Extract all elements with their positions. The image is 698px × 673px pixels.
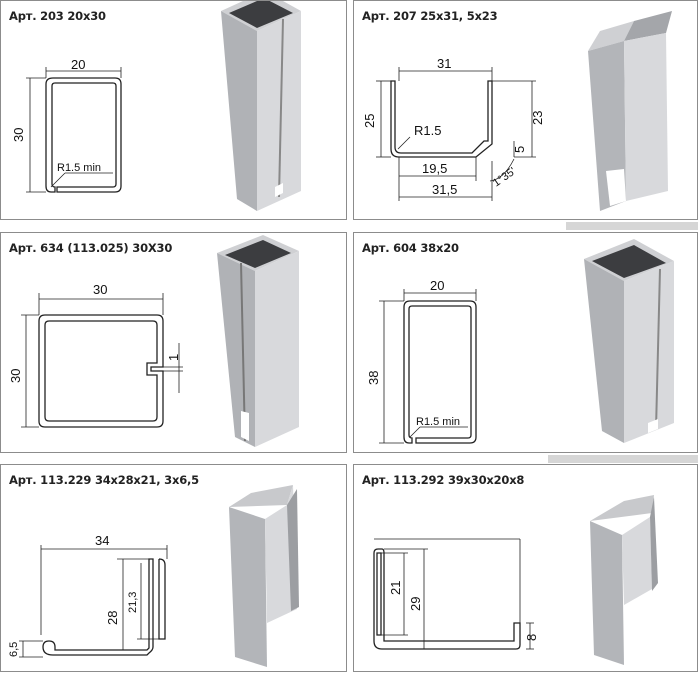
dimension-lines [376,67,536,201]
angle-label: 1°35' [491,165,518,189]
cross-section [38,314,164,428]
profile-drawing: 21 29 8 [373,495,658,665]
product-card-207: Арт. 207 25x31, 5x23 31 25 R1.5 23 5 19,… [353,0,698,220]
profile-3d-render [217,235,299,447]
cross-section [403,300,477,444]
profile-drawing: 20 30 R1.5 min [11,1,301,211]
top-width-label: 31 [437,56,451,71]
height-label: 38 [366,371,381,385]
inner-height-label: 21 [388,581,403,595]
dimension-lines [19,545,168,658]
width-label: 20 [71,57,85,72]
divider-strip [566,222,698,230]
dimension-lines [21,293,183,428]
profile-3d-render [221,1,301,211]
divider-strip [548,455,698,463]
foot-label: 8 [524,634,539,641]
dimension-lines [379,289,477,444]
height-label: 29 [408,597,423,611]
gap-label: 1 [166,354,181,361]
width-label: 34 [95,533,109,548]
profile-drawing: 34 28 21,3 6,5 [8,485,299,667]
product-card-203: Арт. 203 20x30 20 30 R1.5 min [0,0,347,220]
radius-label: R1.5 min [416,416,460,428]
height-label: 30 [11,128,26,142]
cross-section [373,548,521,650]
radius-label: R1.5 [414,123,441,138]
product-card-634: Арт. 634 (113.025) 30X30 30 30 1 [0,232,347,453]
height-label: 30 [8,369,23,383]
dimension-lines [26,67,122,193]
product-title: Арт. 113.292 39x30x20x8 [362,473,525,487]
profile-drawing: 31 25 R1.5 23 5 19,5 31,5 1°35' [362,11,672,211]
width-label: 20 [430,278,444,293]
profile-drawing: 20 38 R1.5 min [366,239,674,444]
hook-label: 6,5 [8,642,20,657]
cross-section [45,77,122,193]
lip-label: 5 [512,146,527,153]
product-title: Арт. 634 (113.025) 30X30 [9,241,173,255]
profile-3d-render [590,495,658,665]
height-label: 28 [105,611,120,625]
product-card-604: Арт. 604 38x20 20 38 R1.5 min [353,232,698,453]
product-title: Арт. 113.229 34x28x21, 3x6,5 [9,473,199,487]
profile-3d-render [588,11,672,211]
cross-section [42,558,166,656]
product-card-113-229: Арт. 113.229 34x28x21, 3x6,5 34 28 21,3 … [0,464,347,672]
product-card-113-292: Арт. 113.292 39x30x20x8 21 29 8 [353,464,698,672]
profile-3d-render [584,239,674,443]
product-title: Арт. 604 38x20 [362,241,459,255]
dimension-lines [374,538,534,650]
profile-3d-render [229,485,299,667]
bottom-width-label: 31,5 [432,182,457,197]
inner-height-label: 21,3 [127,592,139,613]
inner-width-label: 19,5 [422,161,447,176]
product-title: Арт. 207 25x31, 5x23 [362,9,498,23]
profile-drawing: 30 30 1 [8,235,299,447]
right-height-label: 23 [530,111,545,125]
left-height-label: 25 [362,114,377,128]
product-title: Арт. 203 20x30 [9,9,106,23]
width-label: 30 [93,282,107,297]
radius-label: R1.5 min [57,162,101,174]
cross-section [390,80,493,158]
